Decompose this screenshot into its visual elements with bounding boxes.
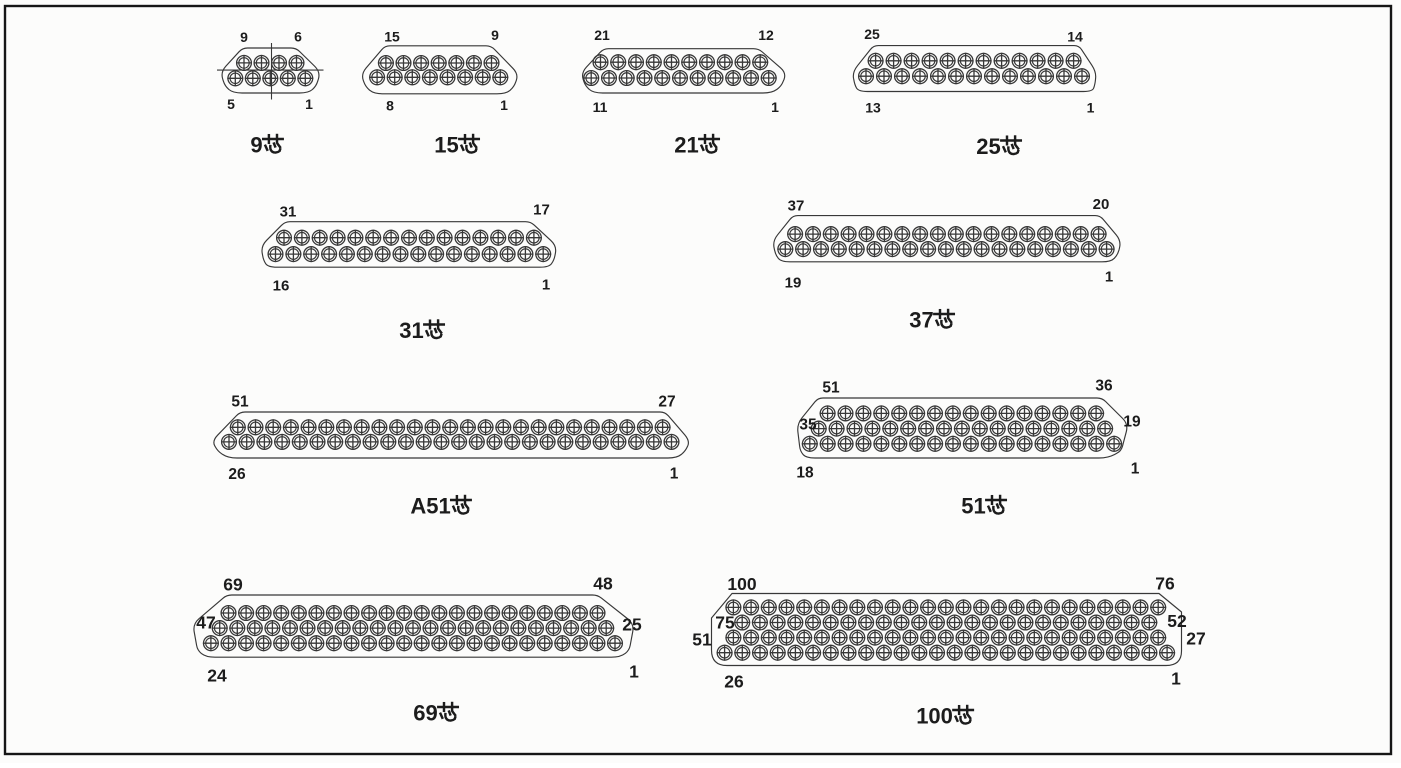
svg-text:1: 1 <box>670 466 679 483</box>
svg-text:19: 19 <box>1123 414 1141 431</box>
svg-text:25: 25 <box>622 614 642 634</box>
svg-text:1: 1 <box>500 97 508 113</box>
svg-text:1: 1 <box>1171 668 1181 688</box>
svg-text:5: 5 <box>227 96 235 112</box>
svg-text:47: 47 <box>196 612 215 632</box>
svg-text:1: 1 <box>771 99 779 115</box>
svg-text:26: 26 <box>724 671 744 691</box>
svg-text:9: 9 <box>240 29 248 45</box>
svg-text:51: 51 <box>822 380 840 397</box>
svg-text:19: 19 <box>785 274 802 291</box>
svg-text:36: 36 <box>1095 378 1113 395</box>
svg-text:48: 48 <box>593 573 613 593</box>
svg-text:100: 100 <box>727 574 756 594</box>
svg-text:16: 16 <box>273 277 290 294</box>
svg-text:35: 35 <box>799 417 817 434</box>
svg-text:14: 14 <box>1067 29 1083 45</box>
svg-text:8: 8 <box>386 98 394 114</box>
svg-text:1: 1 <box>305 96 313 112</box>
svg-text:20: 20 <box>1093 196 1110 213</box>
svg-text:51: 51 <box>231 394 249 411</box>
svg-text:1: 1 <box>1105 268 1113 285</box>
svg-text:52: 52 <box>1167 611 1187 631</box>
svg-text:1: 1 <box>629 661 639 681</box>
svg-text:17: 17 <box>533 201 550 218</box>
svg-text:51: 51 <box>692 629 712 649</box>
svg-text:18: 18 <box>796 465 814 482</box>
svg-text:26: 26 <box>228 466 246 483</box>
svg-text:31: 31 <box>399 318 423 343</box>
svg-text:9: 9 <box>491 27 499 43</box>
svg-text:24: 24 <box>207 665 227 685</box>
svg-text:9: 9 <box>250 132 262 157</box>
svg-text:1: 1 <box>542 276 550 293</box>
svg-text:27: 27 <box>1186 628 1205 648</box>
svg-text:31: 31 <box>280 203 297 220</box>
svg-text:76: 76 <box>1155 573 1175 593</box>
svg-text:15: 15 <box>434 132 458 157</box>
svg-text:6: 6 <box>294 29 302 45</box>
svg-text:27: 27 <box>658 394 675 411</box>
svg-text:12: 12 <box>758 27 774 43</box>
svg-text:15: 15 <box>384 29 400 45</box>
svg-text:21: 21 <box>594 27 610 43</box>
svg-text:1: 1 <box>1087 100 1095 116</box>
svg-text:25: 25 <box>864 26 880 42</box>
svg-text:69: 69 <box>223 574 243 594</box>
svg-text:69: 69 <box>413 700 437 725</box>
svg-text:25: 25 <box>976 134 1000 159</box>
svg-text:37: 37 <box>909 307 933 332</box>
svg-text:A51: A51 <box>410 493 450 518</box>
svg-text:37: 37 <box>788 197 805 214</box>
svg-text:75: 75 <box>715 612 735 632</box>
svg-text:1: 1 <box>1131 461 1140 478</box>
svg-text:21: 21 <box>674 132 698 157</box>
svg-text:100: 100 <box>916 703 953 728</box>
svg-text:51: 51 <box>961 493 985 518</box>
svg-text:13: 13 <box>865 100 881 116</box>
svg-text:11: 11 <box>593 99 608 115</box>
